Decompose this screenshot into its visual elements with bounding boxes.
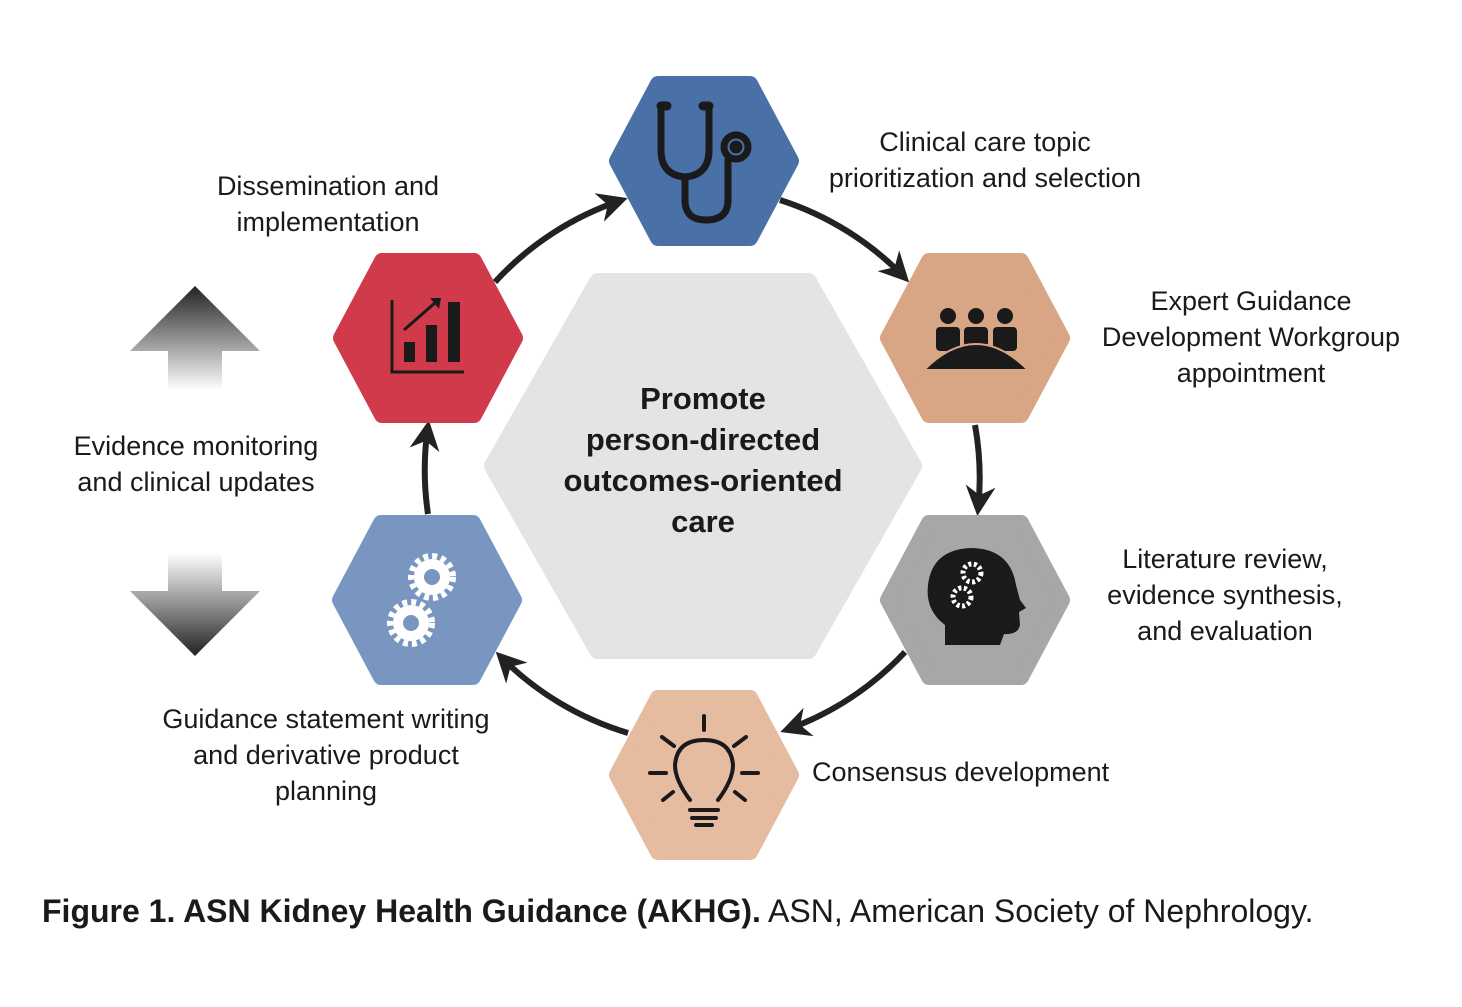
label-line: and evaluation bbox=[1137, 616, 1313, 646]
label-line: Consensus development bbox=[812, 757, 1110, 787]
center-hexagon bbox=[484, 273, 922, 659]
label-workgroup: Expert Guidance Development Workgroup ap… bbox=[1080, 283, 1422, 391]
label-line: implementation bbox=[236, 207, 420, 237]
caption-title: Figure 1. ASN Kidney Health Guidance (AK… bbox=[42, 893, 761, 929]
bar-chart-growth-icon bbox=[390, 298, 464, 374]
label-line: prioritization and selection bbox=[828, 163, 1142, 193]
label-line: Literature review, bbox=[1122, 544, 1328, 574]
lightbulb-icon bbox=[648, 714, 760, 827]
center-line: person-directed bbox=[585, 422, 821, 457]
gears-icon bbox=[387, 553, 456, 647]
label-line: Evidence monitoring bbox=[73, 431, 319, 461]
label-consensus: Consensus development bbox=[812, 754, 1109, 790]
figure-caption: Figure 1. ASN Kidney Health Guidance (AK… bbox=[42, 893, 1313, 930]
label-line: appointment bbox=[1176, 358, 1326, 388]
label-literature-review: Literature review, evidence synthesis, a… bbox=[1080, 541, 1370, 649]
caption-text: ASN, American Society of Nephrology. bbox=[760, 893, 1314, 929]
label-line: Clinical care topic bbox=[879, 127, 1091, 157]
label-dissemination: Dissemination and implementation bbox=[178, 168, 478, 240]
stethoscope-icon bbox=[656, 101, 752, 224]
label-statement-writing: Guidance statement writing and derivativ… bbox=[130, 701, 522, 809]
center-line: outcomes-oriented bbox=[563, 463, 843, 498]
arrow-1-to-2 bbox=[779, 197, 910, 283]
meeting-group-icon bbox=[921, 308, 1031, 371]
center-line: care bbox=[671, 504, 735, 539]
label-line: and clinical updates bbox=[77, 467, 315, 497]
label-line: Dissemination and bbox=[216, 171, 440, 201]
label-line: Development Workgroup bbox=[1101, 322, 1401, 352]
arrow-2-to-3 bbox=[965, 424, 996, 516]
arrow-6-to-1 bbox=[492, 193, 628, 285]
label-line: and derivative product bbox=[193, 740, 459, 770]
label-line: Guidance statement writing bbox=[162, 704, 490, 734]
label-line: planning bbox=[274, 776, 378, 806]
arrow-3-to-4 bbox=[780, 649, 908, 737]
up-arrow-icon bbox=[130, 286, 260, 390]
head-gears-icon bbox=[927, 548, 1026, 645]
label-evidence-monitoring: Evidence monitoring and clinical updates bbox=[46, 428, 346, 500]
label-topic-selection: Clinical care topic prioritization and s… bbox=[810, 124, 1160, 196]
arrow-5-to-6 bbox=[409, 420, 440, 515]
label-line: Expert Guidance bbox=[1150, 286, 1352, 316]
arrow-4-to-5 bbox=[495, 651, 629, 736]
center-text: Promote person-directed outcomes-oriente… bbox=[503, 378, 903, 542]
center-line: Promote bbox=[640, 381, 766, 416]
down-arrow-icon bbox=[130, 553, 260, 656]
label-line: evidence synthesis, bbox=[1107, 580, 1343, 610]
